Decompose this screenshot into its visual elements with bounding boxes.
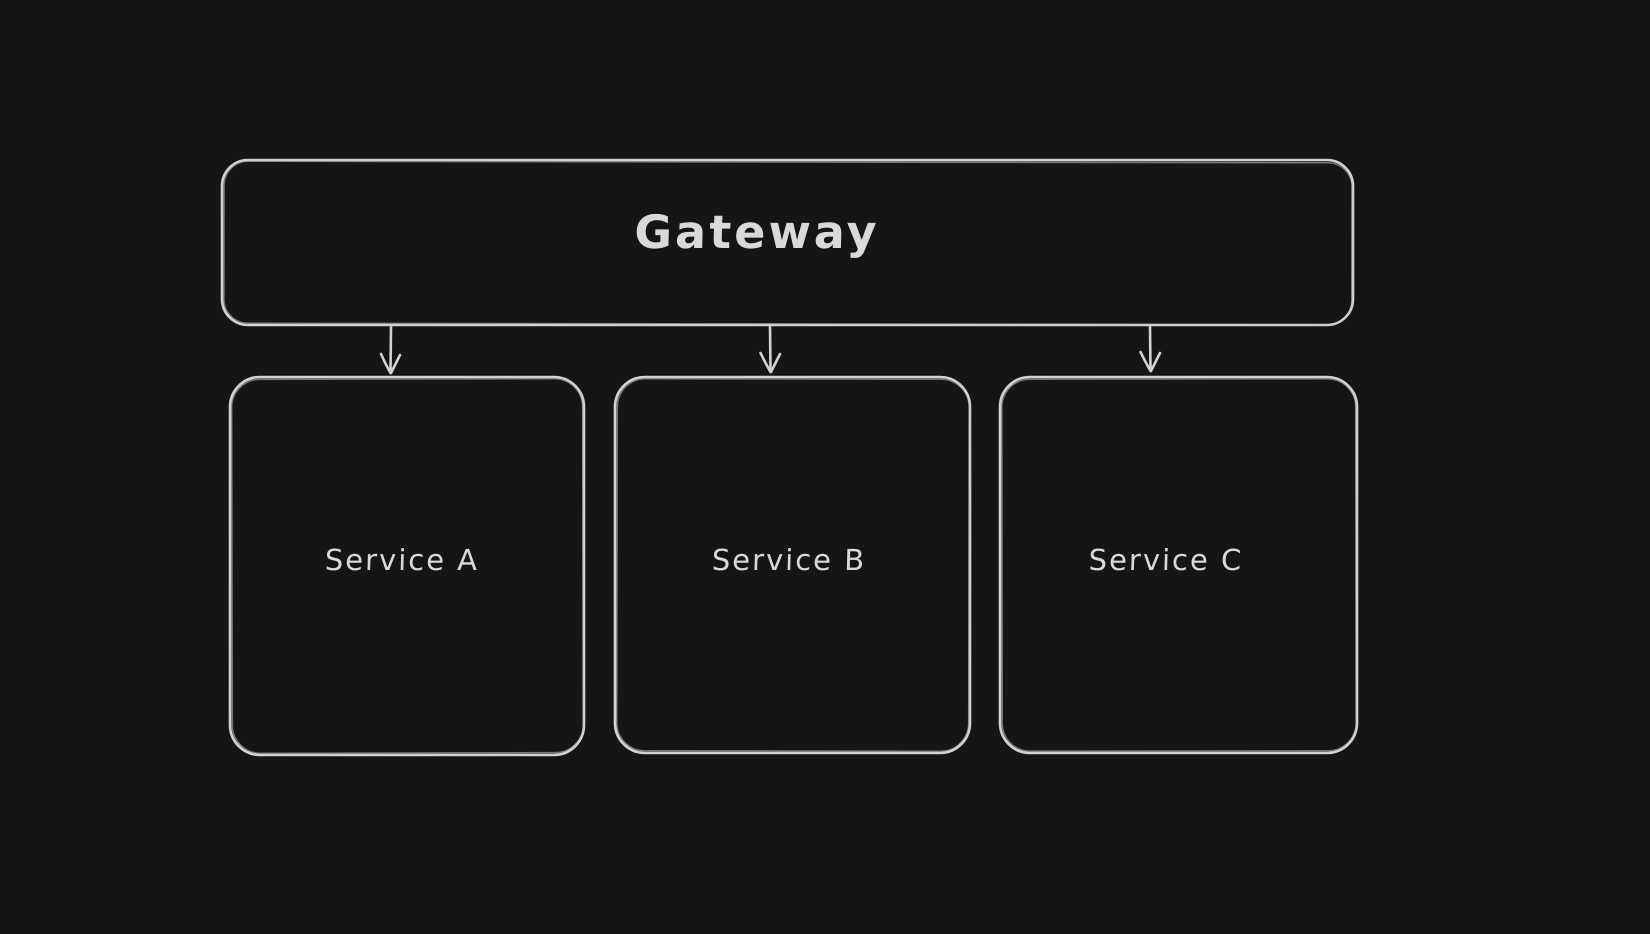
- service-b-node[interactable]: [613, 375, 972, 755]
- service-a-node[interactable]: [228, 375, 586, 757]
- arrow-gateway-to-service-c[interactable]: [1139, 325, 1162, 373]
- service-a-label: Service A: [324, 543, 480, 577]
- arrow-gateway-to-service-b[interactable]: [759, 325, 782, 374]
- gateway-node[interactable]: [220, 158, 1355, 327]
- service-b-label: Service B: [711, 543, 867, 577]
- arrow-gateway-to-service-a[interactable]: [379, 325, 402, 375]
- gateway-label: Gateway: [633, 205, 881, 259]
- service-c-node[interactable]: [998, 375, 1359, 755]
- service-c-label: Service C: [1088, 543, 1244, 577]
